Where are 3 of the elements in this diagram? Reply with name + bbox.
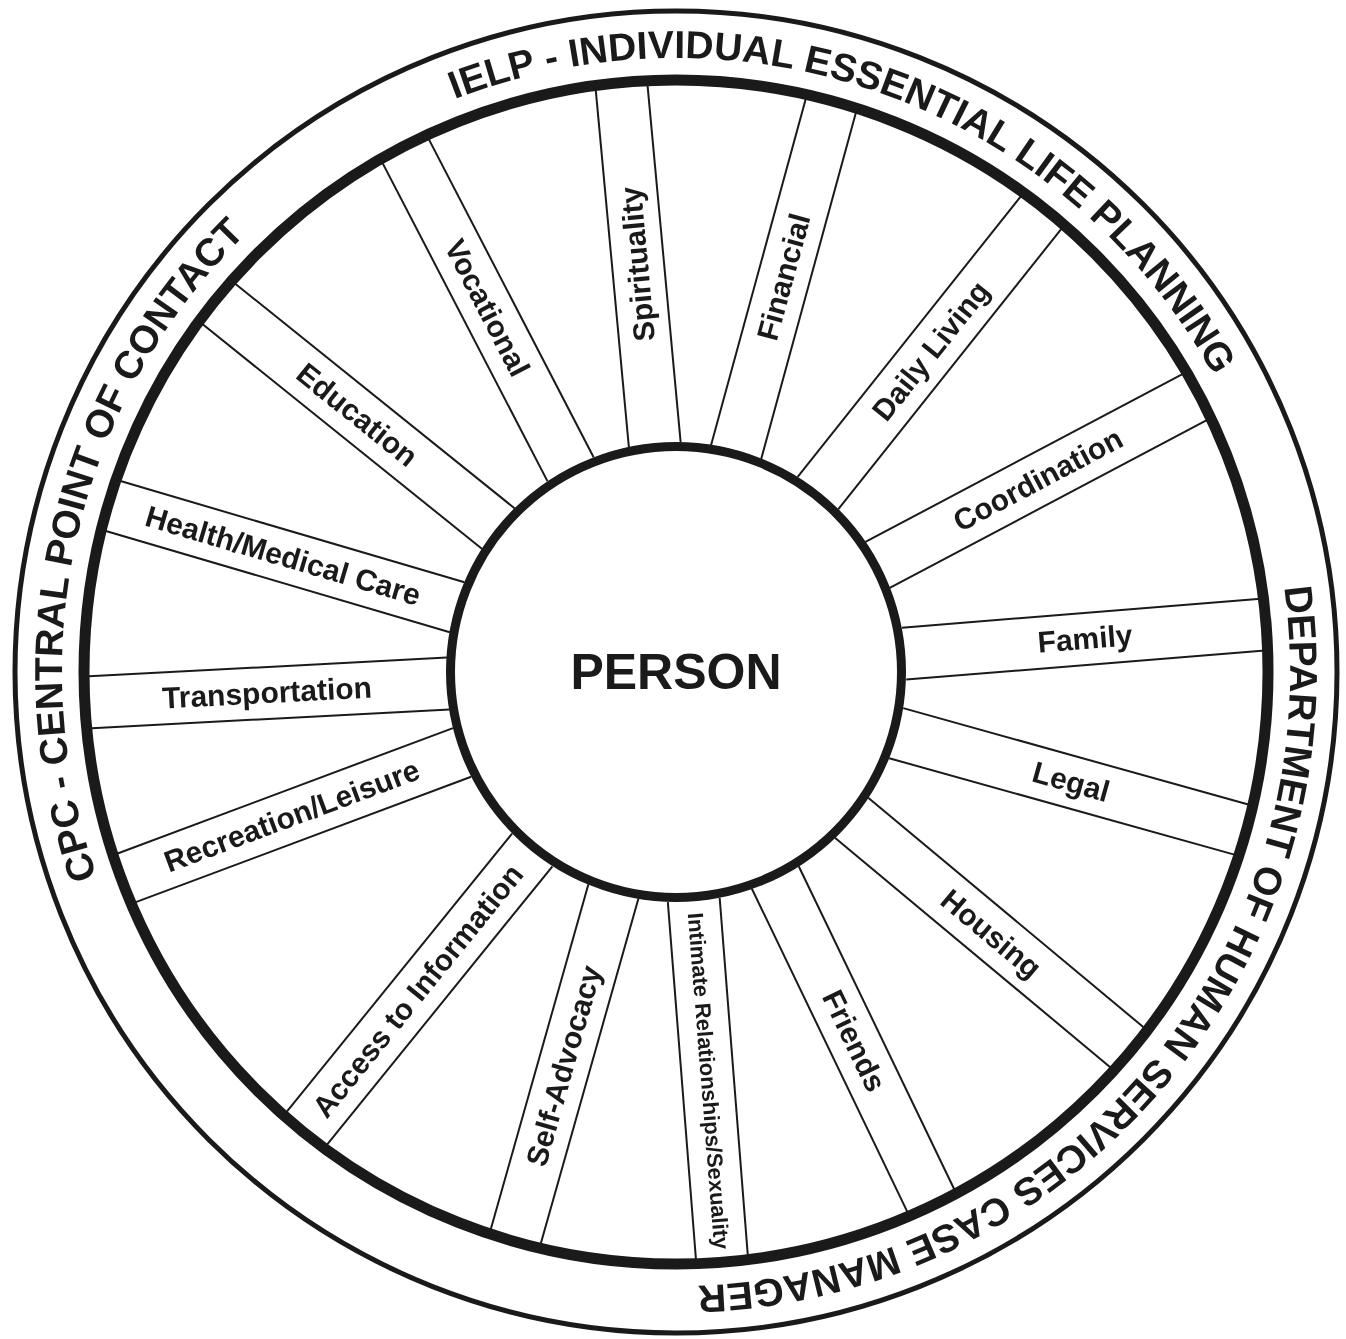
band-label: Spirituality	[614, 185, 663, 343]
hub-label: PERSON	[570, 643, 782, 701]
band-label: Transportation	[160, 670, 373, 716]
